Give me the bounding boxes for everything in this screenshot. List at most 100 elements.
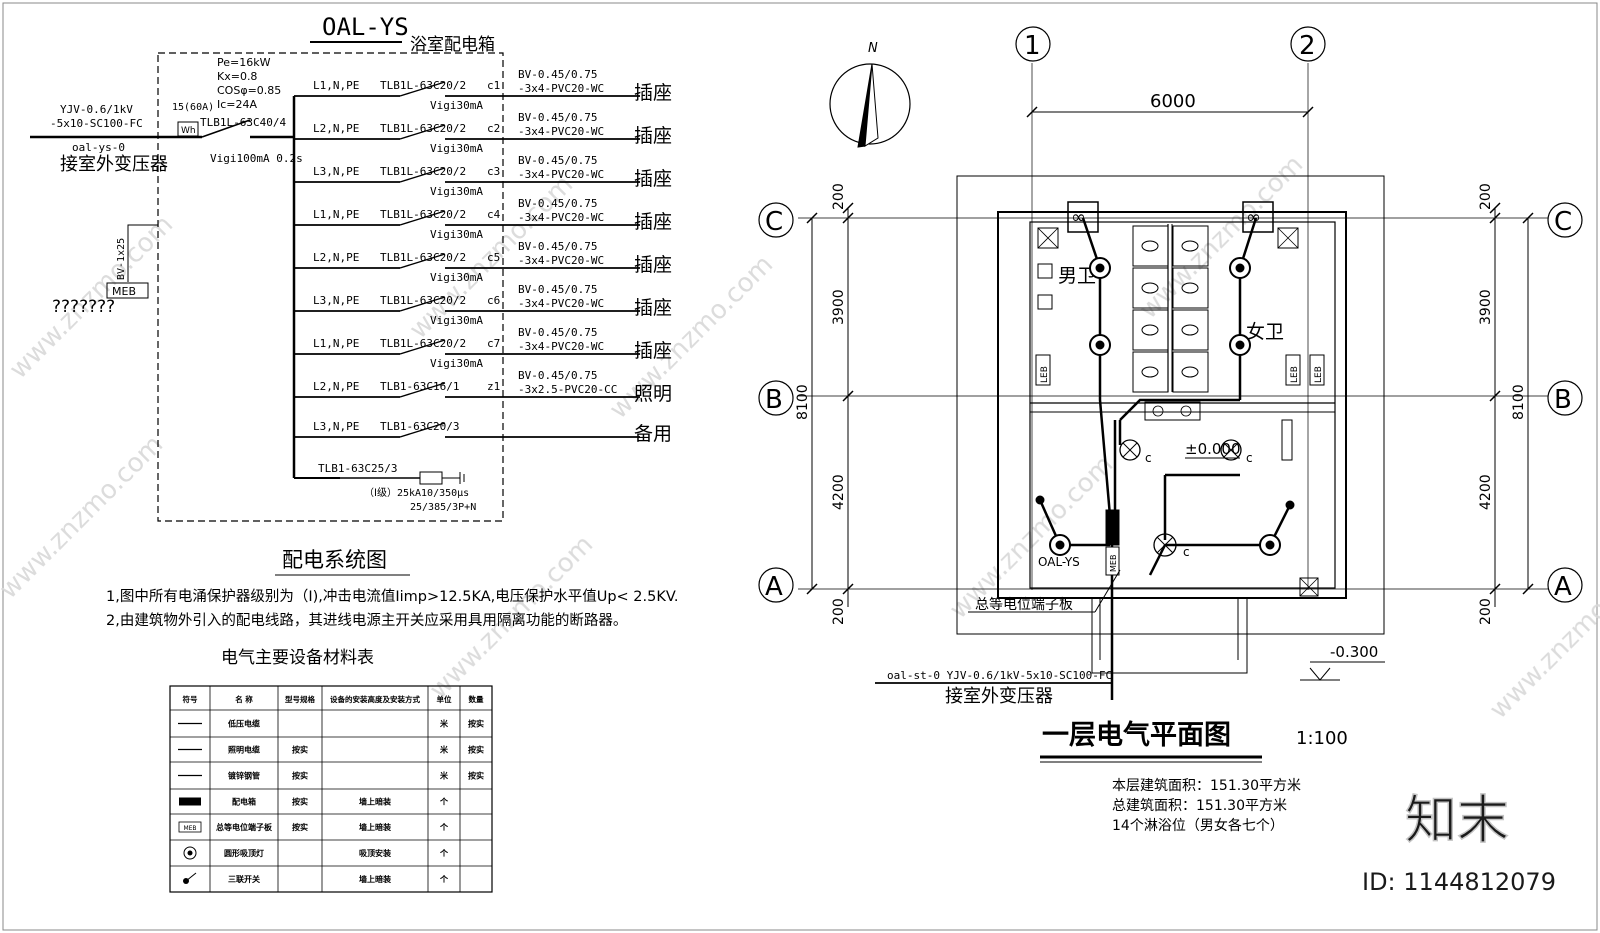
circuit-id: c3: [487, 165, 500, 178]
axis-bubble-a-right: [1547, 567, 1583, 603]
circuit-load: 插座: [634, 254, 672, 276]
breaker-icon: [399, 339, 446, 355]
circuit-cable-1: BV-0.45/0.75: [518, 369, 597, 382]
param-kx: Kx=0.8: [217, 70, 257, 83]
circuit-vigi: Vigi30mA: [430, 228, 483, 241]
lamp-layer: [1049, 257, 1281, 556]
table-row: 低压电缆米按实: [178, 719, 484, 729]
circuit-cable-1: BV-0.45/0.75: [518, 68, 597, 81]
main-breaker: TLB1L-63C40/4: [200, 116, 286, 129]
panel-oal-ys: [1105, 509, 1120, 546]
floor-plan: N 1 2 C B A C B A 6000: [758, 26, 1583, 834]
table-row: 照明电缆按实米按实: [178, 745, 484, 755]
circuit-cable-2: -3x4-PVC20-WC: [518, 254, 604, 267]
shower-stall: [1132, 351, 1169, 393]
slab-outline: [956, 175, 1385, 635]
dim-span: 6000: [1150, 91, 1196, 112]
incoming-cable-1: YJV-0.6/1kV: [60, 103, 133, 116]
circuit-breaker: TLB1L-63C20/2: [380, 294, 466, 307]
circuit-cable-1: BV-0.45/0.75: [518, 197, 597, 210]
breaker-icon: [399, 210, 446, 226]
table-cell-unit: 个: [439, 874, 449, 884]
breaker-icon: [399, 124, 446, 140]
table-cell-install: 墙上暗装: [359, 822, 391, 832]
distribution-system-diagram: OAL-YS 浴室配电箱 Pe=16kW Kx=0.8 COSφ=0.85 Ic…: [30, 13, 679, 629]
axis-2: 2: [1299, 31, 1316, 61]
table-cell-unit: 米: [439, 771, 449, 781]
shower-stall: [1172, 267, 1209, 309]
axis-c-left: C: [765, 207, 783, 237]
circuit-c-label: c: [1183, 545, 1190, 559]
circuit-cable-2: -3x4-PVC20-WC: [518, 297, 604, 310]
main-breaker-icon: [201, 119, 251, 138]
ceiling-lamp-icon: [1229, 257, 1251, 279]
table-row: 圆形吸顶灯吸顶安装个: [183, 846, 449, 860]
breaker-icon: [399, 422, 446, 438]
shower-stall: [1132, 225, 1169, 267]
circuit-load: 插座: [634, 340, 672, 362]
circuit-id: c7: [487, 337, 500, 350]
watermark-site: www.znzmo.com: [0, 430, 169, 605]
north-label: N: [868, 41, 878, 56]
table-cell-unit: 个: [439, 848, 449, 858]
ceiling-lamp-icon: [1089, 257, 1111, 279]
switch-icon: [1035, 495, 1045, 505]
dim-200-bottom-left: 200: [831, 598, 847, 625]
dim-4200-left: 4200: [831, 474, 847, 510]
leb-label: LEB: [1314, 366, 1324, 383]
spd-icon: [419, 471, 443, 485]
floor-drain-icon: [1277, 227, 1299, 249]
circuit-cable-2: -3x4-PVC20-WC: [518, 168, 604, 181]
floor-drain-icon: [1299, 577, 1319, 597]
circuit-cable-2: -3x4-PVC20-WC: [518, 125, 604, 138]
note-2: 2,由建筑物外引入的配电线路，其进线电源主开关应采用具用隔离功能的断路器。: [106, 611, 627, 629]
incoming-id: oal-ys-0: [72, 141, 125, 154]
meb-label: MEB: [112, 285, 136, 298]
circuit-cable-2: -3x4-PVC20-WC: [518, 211, 604, 224]
table-cell-spec: 按实: [292, 745, 308, 755]
circuit-cable-1: BV-0.45/0.75: [518, 154, 597, 167]
table-cell-install: 墙上暗装: [359, 797, 391, 807]
leb-box: [1285, 354, 1301, 386]
table-cell-install: 吸顶安装: [359, 848, 391, 858]
material-table: 电气主要设备材料表 符号名 称型号规格设备的安装高度及安装方式单位数量低压电缆米…: [169, 648, 493, 893]
floor-drain-icon: [1037, 227, 1059, 249]
breaker-icon: [399, 296, 446, 312]
table-header: 名 称: [235, 694, 253, 704]
circuit-breaker: TLB1L-63C20/2: [380, 251, 466, 264]
circuit-cable-2: -3x4-PVC20-WC: [518, 340, 604, 353]
circuit-vigi: Vigi30mA: [430, 142, 483, 155]
circuit-breaker: TLB1L-63C20/2: [380, 337, 466, 350]
table-cell-name: 总等电位端子板: [216, 822, 273, 832]
lamp-x-icon: [1220, 439, 1242, 461]
circuit-vigi: Vigi30mA: [430, 271, 483, 284]
area-total: 总建筑面积：151.30平方米: [1112, 798, 1287, 814]
dim-200-bottom-right: 200: [1478, 598, 1494, 625]
shower-stall: [1172, 351, 1209, 393]
table-header: 设备的安装高度及安装方式: [330, 694, 420, 704]
plan-scale: 1:100: [1296, 728, 1348, 749]
panel-label: OAL-YS: [1038, 555, 1080, 569]
entrance-porch: [1091, 597, 1248, 674]
circuit-cable-2: -3x2.5-PVC20-CC: [518, 383, 617, 396]
fixture-icon: [1037, 294, 1053, 310]
circuit-id: c1: [487, 79, 500, 92]
table-header: 符号: [183, 694, 198, 704]
table-cell-name: 镀锌钢管: [228, 771, 260, 781]
plan-feed: oal-st-0 YJV-0.6/1kV-5x10-SC100-FC: [887, 669, 1112, 682]
dim-3900-right: 3900: [1478, 289, 1494, 325]
circuit-phase: L3,N,PE: [313, 420, 359, 433]
spd-spec-1: （Ⅰ级）25kA10/350μs: [364, 487, 469, 499]
circuit-load: 插座: [634, 82, 672, 104]
circuit-phase: L2,N,PE: [313, 122, 359, 135]
axis-bubble-a-left: [758, 567, 794, 603]
circuit-breaker: TLB1L-63C20/2: [380, 208, 466, 221]
shower-stall: [1172, 225, 1209, 267]
meb-symbol-icon: [178, 821, 202, 833]
shower-stall: [1132, 309, 1169, 351]
circuit-id: z1: [487, 380, 500, 393]
circuit-id: c4: [487, 208, 501, 221]
